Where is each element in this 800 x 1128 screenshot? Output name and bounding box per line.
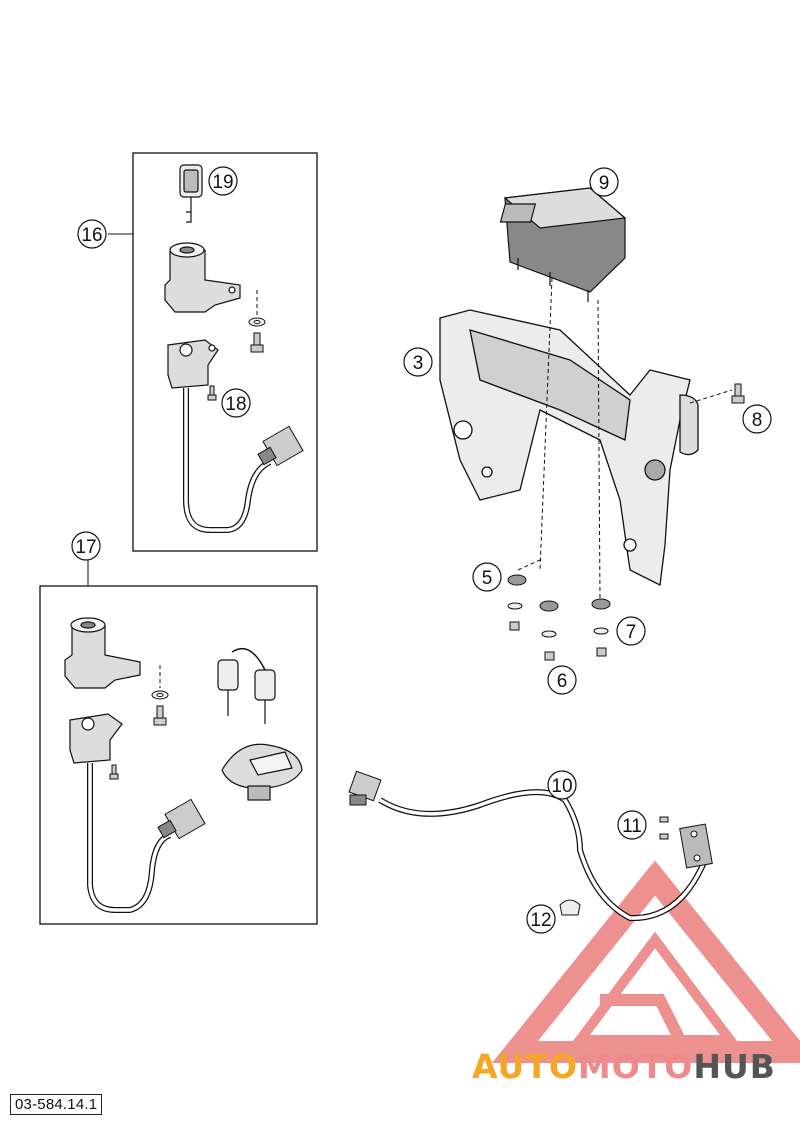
screw-icon — [250, 332, 264, 353]
ignition-switch-icon — [69, 713, 123, 764]
svg-text:16: 16 — [81, 225, 102, 246]
screw-icon — [731, 383, 745, 404]
kit-box-17 — [39, 585, 318, 925]
ignition-lock-icon — [64, 617, 141, 689]
cable-clip-icon — [559, 899, 581, 916]
callout-5: 5 — [472, 562, 502, 592]
svg-text:7: 7 — [626, 622, 637, 643]
callout-17: 17 — [71, 531, 101, 561]
svg-text:18: 18 — [225, 394, 246, 415]
connector-icon — [157, 798, 206, 840]
nut-icon — [509, 621, 607, 661]
svg-text:17: 17 — [75, 537, 96, 558]
washer-icon — [507, 602, 609, 638]
svg-text:19: 19 — [212, 172, 233, 193]
washer-icon — [151, 690, 169, 700]
callout-19: 19 — [208, 166, 238, 196]
callout-18: 18 — [221, 388, 251, 418]
svg-text:6: 6 — [557, 671, 568, 692]
svg-text:8: 8 — [752, 410, 763, 431]
callout-8: 8 — [742, 404, 772, 434]
instrument-bracket-icon — [439, 309, 699, 586]
small-screw-icon — [207, 385, 217, 401]
ignition-switch-icon — [167, 339, 219, 389]
callout-7: 7 — [616, 616, 646, 646]
svg-text:12: 12 — [530, 910, 551, 931]
svg-text:11: 11 — [622, 816, 642, 837]
svg-text:9: 9 — [599, 173, 610, 194]
connector-icon — [348, 770, 382, 806]
svg-text:10: 10 — [551, 776, 572, 797]
callout-11: 11 — [617, 810, 647, 840]
callout-10: 10 — [547, 770, 577, 800]
drawing-code: 03-584.14.1 — [10, 1094, 103, 1115]
washer-icon — [248, 317, 266, 327]
screw-icon — [659, 816, 669, 840]
svg-text:3: 3 — [413, 353, 424, 374]
speed-sensor-cable — [378, 789, 708, 922]
ignition-key-icon — [179, 164, 203, 223]
svg-text:5: 5 — [482, 568, 493, 589]
callout-6: 6 — [547, 665, 577, 695]
tank-cap-icon — [221, 743, 303, 801]
small-screw-icon — [109, 764, 119, 780]
callout-9: 9 — [589, 167, 619, 197]
callout-16: 16 — [77, 219, 107, 249]
connector-icon — [257, 425, 304, 467]
callout-12: 12 — [526, 904, 556, 934]
sensor-icon — [679, 823, 713, 869]
watermark-text: AUTOMOTOHUB — [472, 1047, 776, 1086]
screw-icon — [153, 705, 167, 726]
speedometer-icon — [499, 187, 627, 302]
switch-cable — [87, 763, 172, 913]
callout-3: 3 — [403, 347, 433, 377]
watermark-logo-icon — [492, 860, 800, 1063]
key-pair-icon — [217, 647, 276, 724]
kit-box-16 — [132, 152, 318, 552]
ignition-lock-icon — [164, 242, 241, 313]
rubber-grommet-icon — [507, 574, 611, 612]
